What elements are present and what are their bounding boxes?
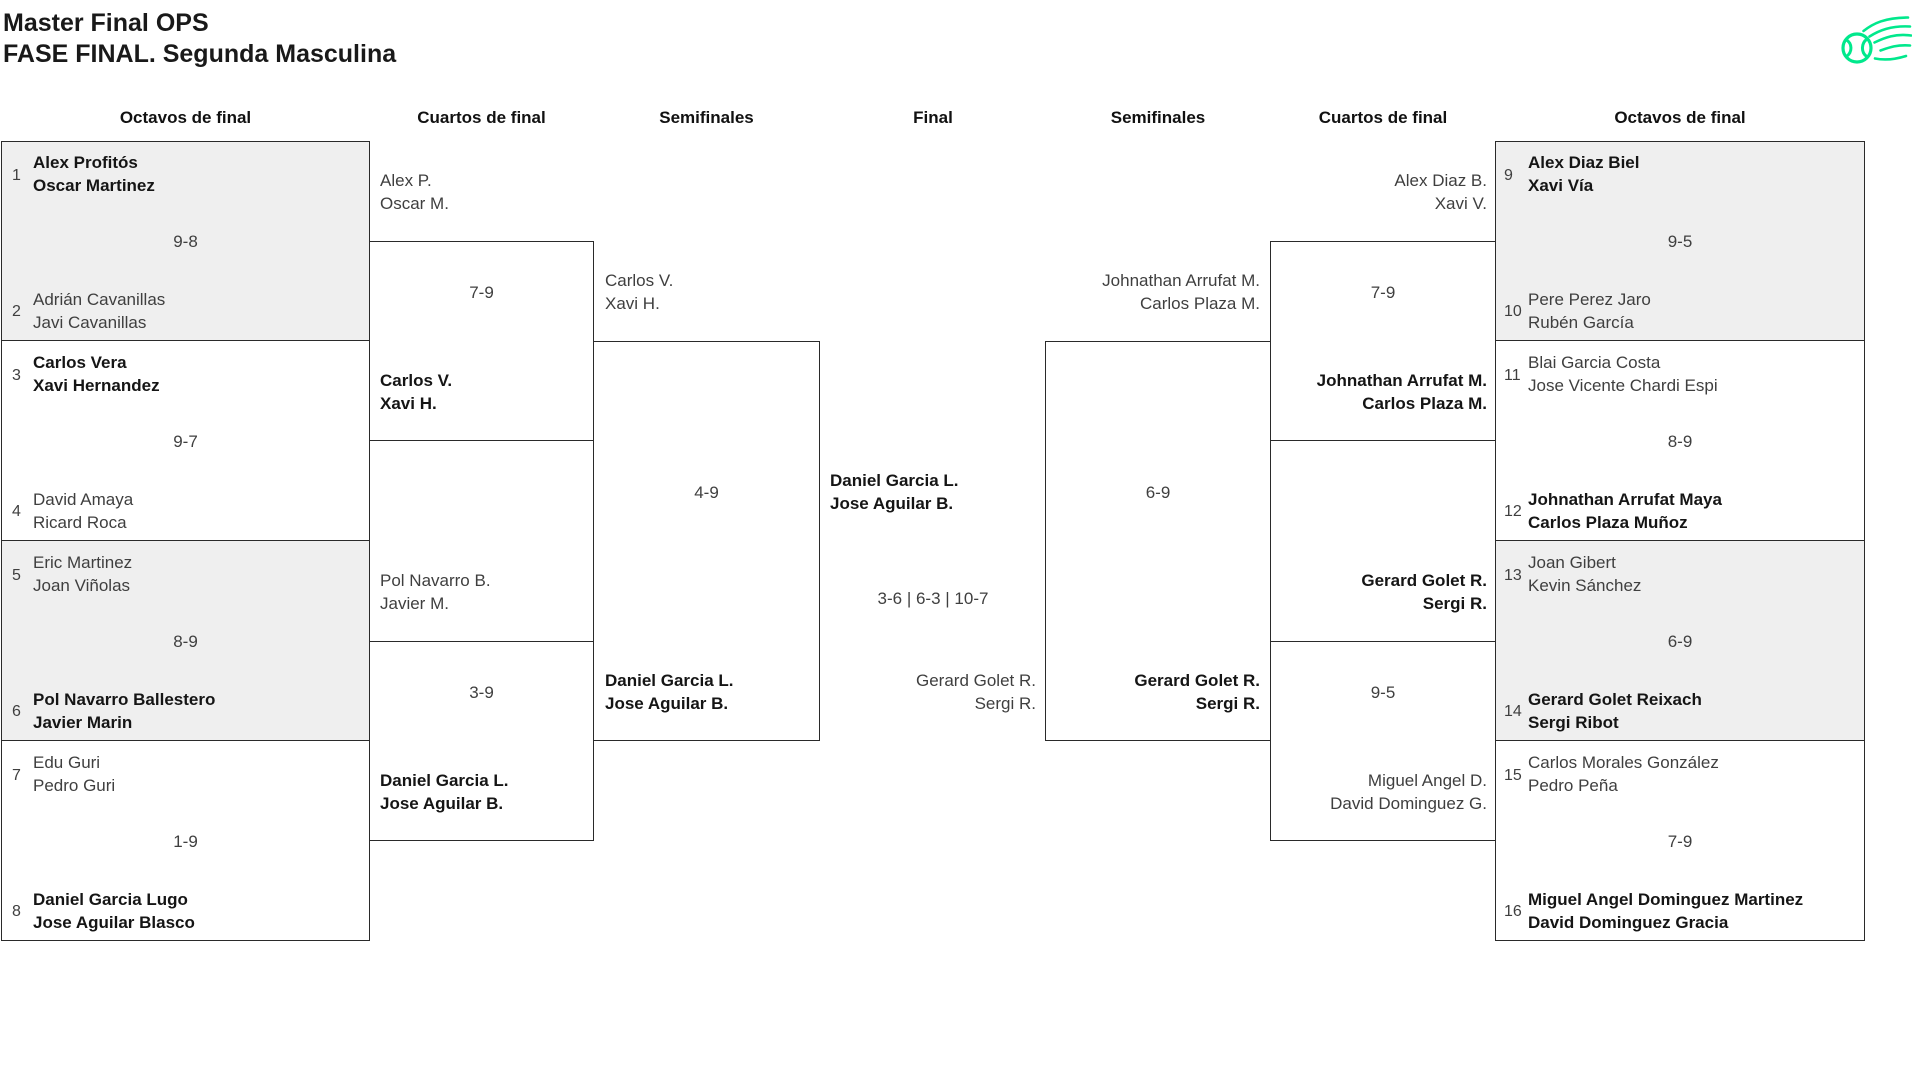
team-pair: Alex Diaz Biel Xavi Vía <box>1528 153 1640 195</box>
seed-number: 1 <box>12 167 21 184</box>
team-pair: Carlos V. Xavi H. <box>380 371 453 413</box>
match-score: 9-7 <box>173 432 198 451</box>
match-box-qf-left-2 <box>369 641 594 841</box>
match-score: 4-9 <box>694 483 719 502</box>
seed-number: 8 <box>12 903 21 920</box>
match-score: 6-9 <box>1145 483 1171 502</box>
match-score: 1-9 <box>173 832 198 851</box>
match-box-sf-right <box>1045 341 1271 741</box>
match-score: 9-5 <box>1370 683 1396 702</box>
team-pair: Carlos Vera Xavi Hernandez <box>33 353 160 395</box>
page-subtitle: FASE FINAL. Segunda Masculina <box>3 40 397 68</box>
seed-number: 16 <box>1504 903 1522 920</box>
match-box-qf-right-2 <box>1270 641 1496 841</box>
match-box-sf-left <box>593 341 820 741</box>
match-score: 8-9 <box>173 632 198 651</box>
match-box-r16-right-4 <box>1495 741 1865 941</box>
team-pair: Eric Martinez Joan Viñolas <box>33 553 133 595</box>
team-pair: Pere Perez Jaro Rubén García <box>1528 290 1651 332</box>
team-pair: Gerard Golet R. Sergi R. <box>1134 671 1260 713</box>
match-score: 3-9 <box>469 683 494 702</box>
match-score: 7-9 <box>469 283 494 302</box>
team-pair: Adrián Cavanillas Javi Cavanillas <box>33 290 166 332</box>
seed-number: 5 <box>12 567 21 584</box>
team-pair: Johnathan Arrufat M. Carlos Plaza M. <box>1102 271 1260 313</box>
team-pair: Carlos Morales González Pedro Peña <box>1528 753 1719 795</box>
page-title: Master Final OPS <box>3 9 209 37</box>
seed-number: 7 <box>12 767 21 784</box>
seed-number: 14 <box>1504 703 1522 720</box>
team-pair: David Amaya Ricard Roca <box>33 490 134 532</box>
team-pair: Alex P. Oscar M. <box>380 171 449 213</box>
team-pair: Joan Gibert Kevin Sánchez <box>1528 553 1642 595</box>
match-box-r16-right-2 <box>1495 341 1865 541</box>
seed-number: 13 <box>1504 567 1522 584</box>
team-pair-final-winner: Daniel Garcia L. Jose Aguilar B. <box>830 471 959 513</box>
team-pair: Gerard Golet Reixach Sergi Ribot <box>1528 690 1702 732</box>
team-pair: Gerard Golet R. Sergi R. <box>1361 571 1487 613</box>
round-header-cuartos-right: Cuartos de final <box>1318 108 1448 127</box>
seed-number: 12 <box>1504 503 1522 520</box>
team-pair: Daniel Garcia Lugo Jose Aguilar Blasco <box>33 890 195 932</box>
team-pair: Johnathan Arrufat Maya Carlos Plaza Muño… <box>1528 490 1722 532</box>
team-pair: Pol Navarro Ballestero Javier Marin <box>33 690 216 732</box>
team-pair: Miguel Angel D. David Dominguez G. <box>1330 771 1487 813</box>
round-header-octavos-left: Octavos de final <box>119 108 252 127</box>
final-score: 3-6 | 6-3 | 10-7 <box>877 589 989 608</box>
team-pair: Daniel Garcia L. Jose Aguilar B. <box>380 771 509 813</box>
match-score: 8-9 <box>1667 432 1693 451</box>
match-box-qf-right-1 <box>1270 241 1496 441</box>
team-pair: Alex Profitós Oscar Martinez <box>33 153 155 195</box>
team-pair: Daniel Garcia L. Jose Aguilar B. <box>605 671 734 713</box>
round-header-octavos-right: Octavos de final <box>1614 108 1746 127</box>
team-pair: Alex Diaz B. Xavi V. <box>1394 171 1487 213</box>
team-pair: Pol Navarro B. Javier M. <box>380 571 491 613</box>
seed-number: 9 <box>1504 167 1513 184</box>
round-header-semifinales-right: Semifinales <box>1110 108 1206 127</box>
match-score: 9-5 <box>1667 232 1693 251</box>
team-pair: Carlos V. Xavi H. <box>605 271 674 313</box>
match-score: 7-9 <box>1370 283 1396 302</box>
round-header-semifinales-left: Semifinales <box>659 108 754 127</box>
match-box-r16-left-1 <box>1 141 370 341</box>
match-score: 9-8 <box>173 232 198 251</box>
round-header-final: Final <box>913 108 953 127</box>
match-score: 6-9 <box>1667 632 1693 651</box>
match-box-r16-left-2 <box>1 341 370 541</box>
seed-number: 4 <box>12 503 21 520</box>
seed-number: 2 <box>12 303 21 320</box>
match-box-r16-left-3 <box>1 541 370 741</box>
seed-number: 15 <box>1504 767 1522 784</box>
match-score: 7-9 <box>1667 832 1693 851</box>
team-pair: Johnathan Arrufat M. Carlos Plaza M. <box>1316 371 1487 413</box>
team-pair: Blai Garcia Costa Jose Vicente Chardi Es… <box>1528 353 1718 395</box>
seed-number: 3 <box>12 367 21 384</box>
team-pair: Edu Guri Pedro Guri <box>33 753 116 795</box>
match-box-r16-right-1 <box>1495 141 1865 341</box>
seed-number: 11 <box>1504 367 1521 384</box>
seed-number: 10 <box>1504 303 1522 320</box>
match-box-r16-right-3 <box>1495 541 1865 741</box>
seed-number: 6 <box>12 703 21 720</box>
tennis-ball-swoosh-logo <box>1841 16 1912 64</box>
team-pair: Miguel Angel Dominguez Martinez David Do… <box>1528 890 1804 932</box>
round-header-cuartos-left: Cuartos de final <box>417 108 546 127</box>
match-box-r16-left-4 <box>1 741 370 941</box>
team-pair-final-runner-up: Gerard Golet R. Sergi R. <box>916 671 1036 713</box>
